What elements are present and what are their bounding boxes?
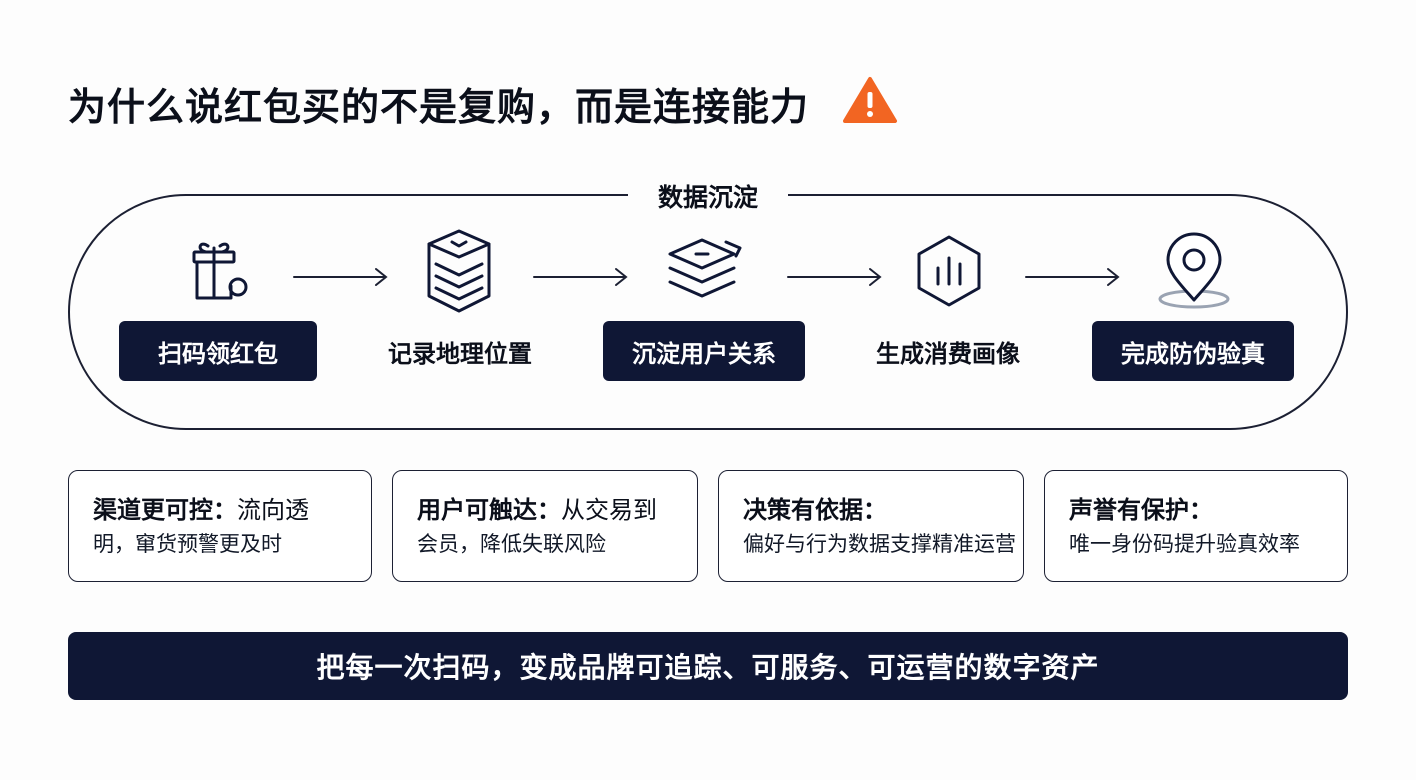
card-text: 流向透 [237,496,309,524]
benefit-card: 声誉有保护： 唯一身份码提升验真效率 [1044,470,1348,582]
data-flow-frame [68,194,1348,430]
card-heading: 决策有依据： [743,496,887,524]
flow-arrow [292,266,390,288]
gift-box-icon [186,236,252,302]
flow-arrow [532,266,630,288]
layers-icon [664,236,744,306]
benefit-card: 渠道更可控：流向透 明，窜货预警更及时 [68,470,372,582]
card-heading: 用户可触达： [417,496,561,524]
card-text: 唯一身份码提升验真效率 [1069,532,1300,556]
database-stack-icon [424,228,494,314]
step-label-user-relations: 沉淀用户关系 [603,321,805,381]
card-text: 明，窜货预警更及时 [93,532,282,556]
step-label-record-location: 记录地理位置 [388,339,532,368]
page-title: 为什么说红包买的不是复购，而是连接能力 [68,85,810,129]
card-text: 从交易到 [561,496,657,524]
flow-caption: 数据沉淀 [0,178,1416,214]
step-label-anti-counterfeit: 完成防伪验真 [1092,321,1294,381]
card-heading: 声誉有保护： [1069,496,1213,524]
flow-arrow [1024,266,1122,288]
step-label-scan-red-packet: 扫码领红包 [119,321,317,381]
warning-icon [842,76,898,124]
bar-chart-hexagon-icon [914,234,984,308]
flow-arrow [786,266,884,288]
benefit-card: 决策有依据： 偏好与行为数据支撑精准运营 [718,470,1024,582]
card-text: 偏好与行为数据支撑精准运营 [743,532,1016,556]
card-text: 会员，降低失联风险 [417,532,606,556]
step-label-consumer-profile: 生成消费画像 [876,339,1020,368]
benefit-card: 用户可触达：从交易到 会员，降低失联风险 [392,470,698,582]
card-heading: 渠道更可控： [93,496,237,524]
summary-banner: 把每一次扫码，变成品牌可追踪、可服务、可运营的数字资产 [68,632,1348,700]
location-pin-icon [1154,232,1234,312]
